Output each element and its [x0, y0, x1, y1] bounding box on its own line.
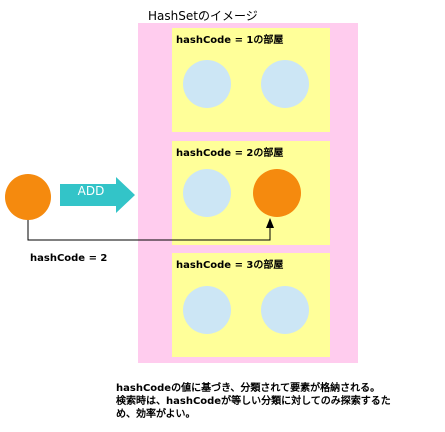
hashcode-caption: hashCode = 2: [30, 253, 108, 264]
room-label: hashCode = 2の部屋: [176, 148, 284, 159]
description-line: 検索時は、hashCodeが等しい分類に対してのみ探索するた: [116, 396, 391, 407]
description-text: hashCodeの値に基づき、分類されて要素が格納される。 検索時は、hashC…: [116, 382, 436, 421]
add-label: ADD: [77, 184, 105, 198]
room-label: hashCode = 1の部屋: [176, 35, 284, 46]
description-line: hashCodeの値に基づき、分類されて要素が格納される。: [116, 383, 381, 394]
slot-room1-2: [261, 60, 309, 108]
new-element: [5, 174, 51, 220]
diagram-title: HashSetのイメージ: [148, 9, 258, 23]
slot-room3-2: [261, 286, 309, 334]
slot-room3-1: [183, 286, 231, 334]
add-arrow-icon: [60, 177, 135, 213]
slot-room2-1: [183, 169, 231, 217]
slot-room2-2: [253, 169, 301, 217]
room-label: hashCode = 3の部屋: [176, 260, 284, 271]
description-line: め、効率がよい。: [116, 409, 196, 420]
slot-room1-1: [183, 60, 231, 108]
